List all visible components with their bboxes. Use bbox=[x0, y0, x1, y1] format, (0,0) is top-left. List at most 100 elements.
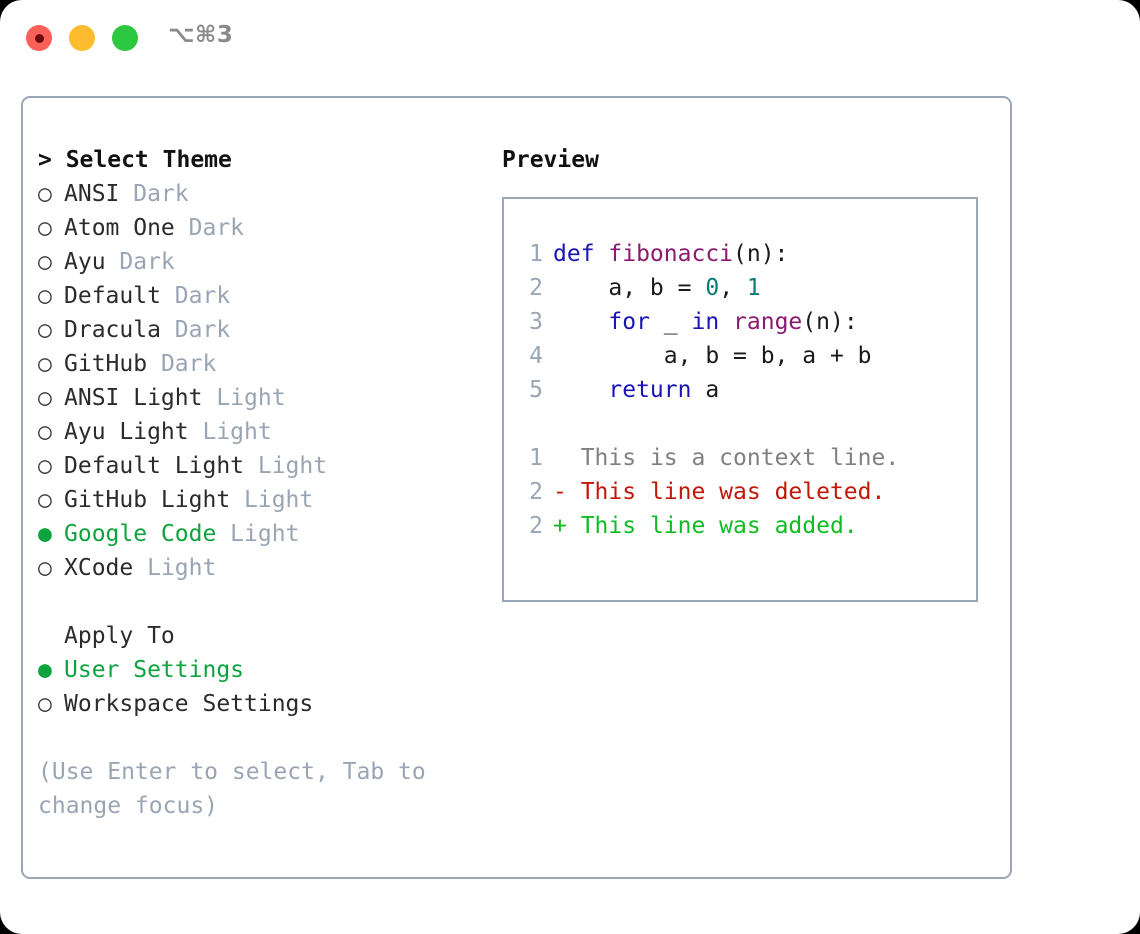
radio-unselected-icon: ○ bbox=[38, 487, 52, 513]
theme-category-tag: Dark bbox=[160, 317, 231, 343]
theme-name: Ayu bbox=[64, 249, 106, 275]
code-token: , bbox=[719, 275, 747, 301]
theme-name: Dracula bbox=[64, 317, 161, 343]
theme-category-tag: Light bbox=[244, 453, 328, 479]
code-line: 5 return a bbox=[517, 373, 899, 407]
theme-list-item[interactable]: ○ Default Dark bbox=[38, 279, 468, 313]
theme-list-item[interactable]: ○ANSI Dark bbox=[38, 177, 468, 211]
code-token: 0 bbox=[705, 275, 720, 301]
code-token: a, b = b, a + b bbox=[553, 343, 872, 369]
diff-marker: + bbox=[553, 513, 567, 539]
theme-list-item[interactable]: ● Google Code Light bbox=[38, 517, 468, 551]
theme-name: Google Code bbox=[64, 521, 217, 547]
code-token bbox=[553, 377, 608, 403]
radio-unselected-icon: ○ bbox=[38, 351, 52, 377]
theme-list-item[interactable]: ○Dracula Dark bbox=[38, 313, 468, 347]
code-token: 1 bbox=[746, 275, 761, 301]
radio-unselected-icon: ○ bbox=[38, 419, 52, 445]
theme-name: GitHub Light bbox=[64, 487, 231, 513]
code-token: return bbox=[608, 377, 692, 403]
line-number: 1 bbox=[529, 241, 543, 267]
code-token: in bbox=[691, 309, 720, 335]
theme-list-item[interactable]: ○ GitHub Light Light bbox=[38, 483, 468, 517]
theme-category-tag: Dark bbox=[174, 215, 245, 241]
line-number: 4 bbox=[529, 343, 543, 369]
theme-category-tag: Light bbox=[188, 419, 272, 445]
code-token: _ bbox=[649, 309, 692, 335]
code-token bbox=[719, 309, 733, 335]
radio-unselected-icon: ○ bbox=[38, 249, 52, 275]
line-number: 5 bbox=[529, 377, 543, 403]
maximize-button[interactable] bbox=[112, 25, 138, 51]
line-number: 3 bbox=[529, 309, 543, 335]
theme-list-item[interactable]: ○ Ayu Light Light bbox=[38, 415, 468, 449]
theme-list-item[interactable]: ○XCode Light bbox=[38, 551, 468, 585]
theme-name: ANSI Light bbox=[64, 385, 203, 411]
apply-to-label: User Settings bbox=[64, 657, 245, 683]
radio-selected-icon: ● bbox=[38, 521, 52, 547]
radio-unselected-icon: ○ bbox=[38, 215, 52, 241]
theme-list: ○ANSI Dark○Atom One Dark○Ayu Dark○Defaul… bbox=[38, 177, 468, 585]
theme-name: Default bbox=[64, 283, 161, 309]
diff-line: 2 + This line was added. bbox=[517, 509, 899, 543]
code-token: (n): bbox=[733, 241, 789, 267]
theme-category-tag: Light bbox=[230, 487, 314, 513]
diff-text: This line was deleted. bbox=[566, 479, 886, 505]
preview-heading: Preview bbox=[502, 147, 599, 173]
theme-name: Ayu Light bbox=[64, 419, 189, 445]
title-bar: ⌥⌘3 bbox=[0, 0, 1140, 78]
theme-category-tag: Dark bbox=[105, 249, 175, 275]
theme-name: XCode bbox=[64, 555, 134, 581]
code-blank-line bbox=[517, 407, 899, 441]
code-line: 4 a, b = b, a + b bbox=[517, 339, 899, 373]
radio-selected-icon: ● bbox=[38, 657, 52, 683]
diff-marker bbox=[553, 445, 567, 471]
apply-to-item[interactable]: ● User Settings bbox=[38, 653, 468, 687]
radio-unselected-icon: ○ bbox=[38, 453, 52, 479]
diff-line: 1 This is a context line. bbox=[517, 441, 899, 475]
theme-list-item[interactable]: ○ ANSI Light Light bbox=[38, 381, 468, 415]
line-number: 2 bbox=[529, 275, 543, 301]
theme-category-tag: Light bbox=[202, 385, 286, 411]
apply-to-list: ● User Settings ○Workspace Settings bbox=[38, 653, 468, 721]
theme-list-item[interactable]: ○Default Light Light bbox=[38, 449, 468, 483]
theme-category-tag: Light bbox=[216, 521, 300, 547]
radio-unselected-icon: ○ bbox=[38, 283, 52, 309]
theme-list-item[interactable]: ○Atom One Dark bbox=[38, 211, 468, 245]
keyboard-hint: (Use Enter to select, Tab to change focu… bbox=[38, 759, 426, 819]
theme-category-tag: Dark bbox=[147, 351, 217, 377]
keyboard-shortcut-label: ⌥⌘3 bbox=[168, 22, 234, 48]
code-token: range bbox=[733, 309, 803, 335]
apply-to-item[interactable]: ○Workspace Settings bbox=[38, 687, 468, 721]
window-controls bbox=[26, 25, 138, 51]
theme-picker-panel: > Select Theme ○ANSI Dark○Atom One Dark○… bbox=[21, 96, 1012, 879]
code-token: a, b = bbox=[553, 275, 706, 301]
diff-text: This line was added. bbox=[566, 513, 858, 539]
line-number: 2 bbox=[529, 479, 543, 505]
close-button[interactable] bbox=[26, 25, 52, 51]
line-number: 1 bbox=[529, 445, 543, 471]
theme-list-column: > Select Theme ○ANSI Dark○Atom One Dark○… bbox=[38, 143, 468, 823]
theme-category-tag: Light bbox=[133, 555, 217, 581]
theme-list-item[interactable]: ○ Ayu Dark bbox=[38, 245, 468, 279]
diff-line: 2- This line was deleted. bbox=[517, 475, 899, 509]
radio-unselected-icon: ○ bbox=[38, 385, 52, 411]
diff-text: This is a context line. bbox=[566, 445, 900, 471]
code-token: a bbox=[691, 377, 720, 403]
theme-name: GitHub bbox=[64, 351, 148, 377]
select-theme-heading: > Select Theme bbox=[38, 147, 232, 173]
code-token: (n): bbox=[802, 309, 858, 335]
line-number: 2 bbox=[529, 513, 543, 539]
theme-list-item[interactable]: ○ GitHub Dark bbox=[38, 347, 468, 381]
list-spacer bbox=[38, 585, 468, 619]
minimize-button[interactable] bbox=[69, 25, 95, 51]
diff-marker: - bbox=[553, 479, 567, 505]
theme-category-tag: Dark bbox=[119, 181, 189, 207]
code-token: for bbox=[608, 309, 650, 335]
theme-category-tag: Dark bbox=[160, 283, 231, 309]
